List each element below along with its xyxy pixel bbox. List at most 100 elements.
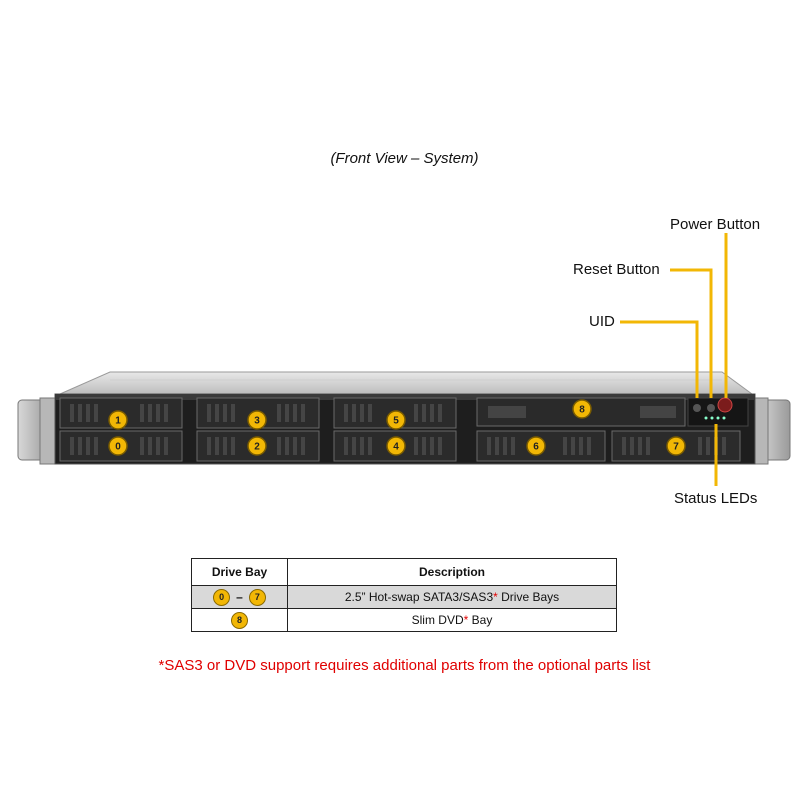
description-cell: Slim DVD* Bay (287, 608, 617, 632)
vent-slot (422, 437, 426, 455)
vent-slot (293, 404, 297, 422)
vent-slot (487, 437, 491, 455)
vent-slot (414, 404, 418, 422)
vent-slot (438, 404, 442, 422)
vent-slot (277, 404, 281, 422)
status-leds-label: Status LEDs (674, 490, 758, 507)
vent-slot (698, 437, 702, 455)
table-header-row: Drive Bay Description (191, 558, 617, 586)
bay-badge-0 (108, 436, 128, 456)
vent-slot (156, 404, 160, 422)
vent-slot (164, 437, 168, 455)
bay-badge-1 (108, 410, 128, 430)
vent-slot (70, 437, 74, 455)
vent-slot (207, 437, 211, 455)
description-text: Slim DVD (411, 613, 464, 627)
bay-badge-label: 7 (673, 442, 679, 453)
vent-slot (360, 404, 364, 422)
bay-badge-label: 4 (393, 442, 399, 453)
bay-badge-label: 1 (115, 416, 121, 427)
vent-slot (344, 404, 348, 422)
vent-slot (164, 404, 168, 422)
bay-badge-label: 0 (115, 442, 121, 453)
vent-slot (140, 437, 144, 455)
vent-slot (301, 437, 305, 455)
bay-badge-label: 5 (393, 416, 399, 427)
description-tail: Bay (468, 613, 493, 627)
table-row: 8 Slim DVD* Bay (191, 608, 617, 632)
bay-badge: 8 (231, 611, 248, 629)
bay-badge-8 (572, 399, 592, 419)
vent-slot (94, 437, 98, 455)
drive-bay-badges: 0 1 2 3 4 5 6 7 8 (108, 399, 686, 456)
vent-slot (638, 437, 642, 455)
vent-slot (706, 437, 710, 455)
vent-slot (368, 404, 372, 422)
vent-slot (285, 437, 289, 455)
asterisk: * (463, 613, 469, 627)
vent-slot (430, 404, 434, 422)
description-text: 2.5” Hot-swap SATA3/SAS3 (344, 590, 494, 604)
vent-slot (94, 404, 98, 422)
uid-button (693, 404, 701, 412)
vent-slot (223, 404, 227, 422)
reset-button (707, 404, 715, 412)
vent-slot (86, 437, 90, 455)
bay-badge-label: 2 (254, 442, 260, 453)
vent-slot (293, 437, 297, 455)
vent-slot (140, 404, 144, 422)
vent-slot (430, 437, 434, 455)
description-cell: 2.5” Hot-swap SATA3/SAS3* Drive Bays (287, 585, 617, 609)
bay-badge-label: 8 (579, 405, 585, 416)
vent-slot (360, 437, 364, 455)
bay-cell: 8 (191, 608, 288, 632)
bay-badge: 0 (213, 588, 231, 606)
vent-slot (422, 404, 426, 422)
reset-button-label: Reset Button (573, 261, 660, 278)
vent-slot (70, 404, 74, 422)
vent-slot (587, 437, 591, 455)
vent-slot (622, 437, 626, 455)
bay-badge-label: 3 (254, 416, 260, 427)
vent-slot (78, 404, 82, 422)
vent-slot (511, 437, 515, 455)
vent-slot (722, 437, 726, 455)
vent-slot (231, 404, 235, 422)
asterisk: * (493, 590, 498, 604)
bay-badge-3 (247, 410, 267, 430)
vent-slot (86, 404, 90, 422)
vent-slot (352, 404, 356, 422)
bay-range-cell: 0–7 (191, 585, 288, 609)
bay-badge-6 (526, 436, 546, 456)
vent-slot (148, 404, 152, 422)
vent-slot (414, 437, 418, 455)
vent-slot (579, 437, 583, 455)
vent-slot (215, 404, 219, 422)
vent-slot (223, 437, 227, 455)
vent-slot (156, 437, 160, 455)
vent-slot (571, 437, 575, 455)
drive-bay-table: Drive Bay Description 0–7 2.5” Hot-swap … (191, 558, 617, 632)
col-header-description: Description (287, 558, 617, 586)
vent-slot (301, 404, 305, 422)
footnote: *SAS3 or DVD support requires additional… (158, 657, 651, 674)
vent-slot (231, 437, 235, 455)
vent-slot (630, 437, 634, 455)
vent-slot (215, 437, 219, 455)
uid-label: UID (589, 313, 615, 330)
bay-badge-7 (666, 436, 686, 456)
chassis-top-cover (59, 371, 754, 395)
power-button (717, 397, 733, 413)
bay-badge-5 (386, 410, 406, 430)
vent-slot (148, 437, 152, 455)
vent-slot (563, 437, 567, 455)
vent-slot (368, 437, 372, 455)
table-row: 0–7 2.5” Hot-swap SATA3/SAS3* Drive Bays (191, 585, 617, 609)
power-button-label: Power Button (670, 216, 761, 233)
callout-lines (620, 233, 728, 486)
bay-badge-2 (247, 436, 267, 456)
vent-slot (495, 437, 499, 455)
bay-badge: 7 (248, 588, 266, 606)
bay-badge-label: 6 (533, 442, 539, 453)
vent-slot (285, 404, 289, 422)
